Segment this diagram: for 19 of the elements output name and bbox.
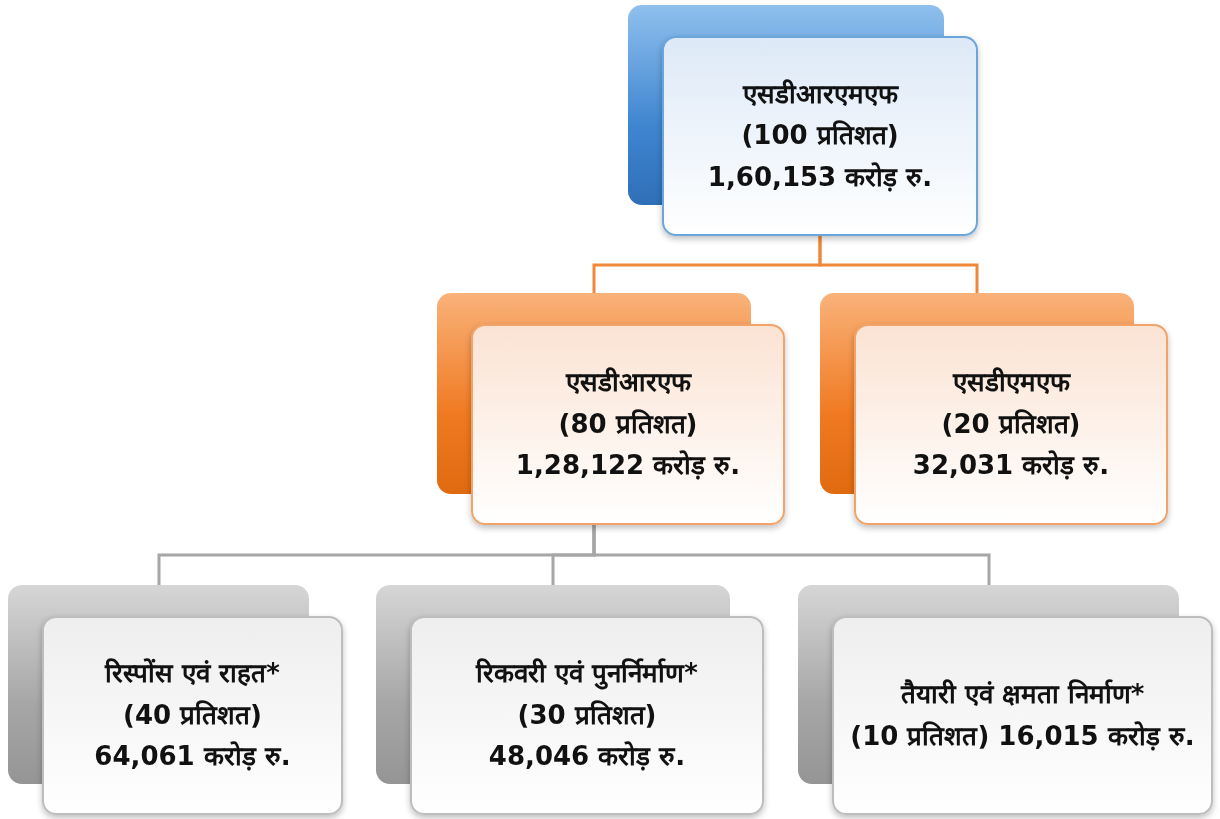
percentage-text: (80 प्रतिशत) [558,407,698,441]
percentage-text: (20 प्रतिशत) [941,407,1081,441]
percentage-text: (30 प्रतिशत) [517,698,657,732]
connector-line [818,236,979,293]
card-heading: रिस्पोंस एवं राहत* [105,657,280,691]
card-heading: एसडीआरएफ [565,366,691,400]
card-heading: एसडीआरएमएफ [742,77,898,111]
card-heading: एसडीएमएफ [952,366,1070,400]
amount-text: 1,28,122 करोड़ रु. [515,449,741,483]
percentage-text: (100 प्रतिशत) [741,119,899,153]
percentage-text: (40 प्रतिशत) [123,698,262,732]
card-heading: रिकवरी एवं पुनर्निर्माण* [476,657,698,692]
amount-text: 64,061 करोड़ रु. [94,740,291,774]
card-heading: तैयारी एवं क्षमता निर्माण* [900,677,1145,711]
amount-text: 48,046 करोड़ रु. [488,740,686,774]
amount-text: 32,031 करोड़ रु. [912,449,1110,483]
connector-line [592,525,991,585]
amount-text: 1,60,153 करोड़ रु. [707,160,933,194]
amount-text: (10 प्रतिशत) 16,015 करोड़ रु. [850,719,1195,753]
